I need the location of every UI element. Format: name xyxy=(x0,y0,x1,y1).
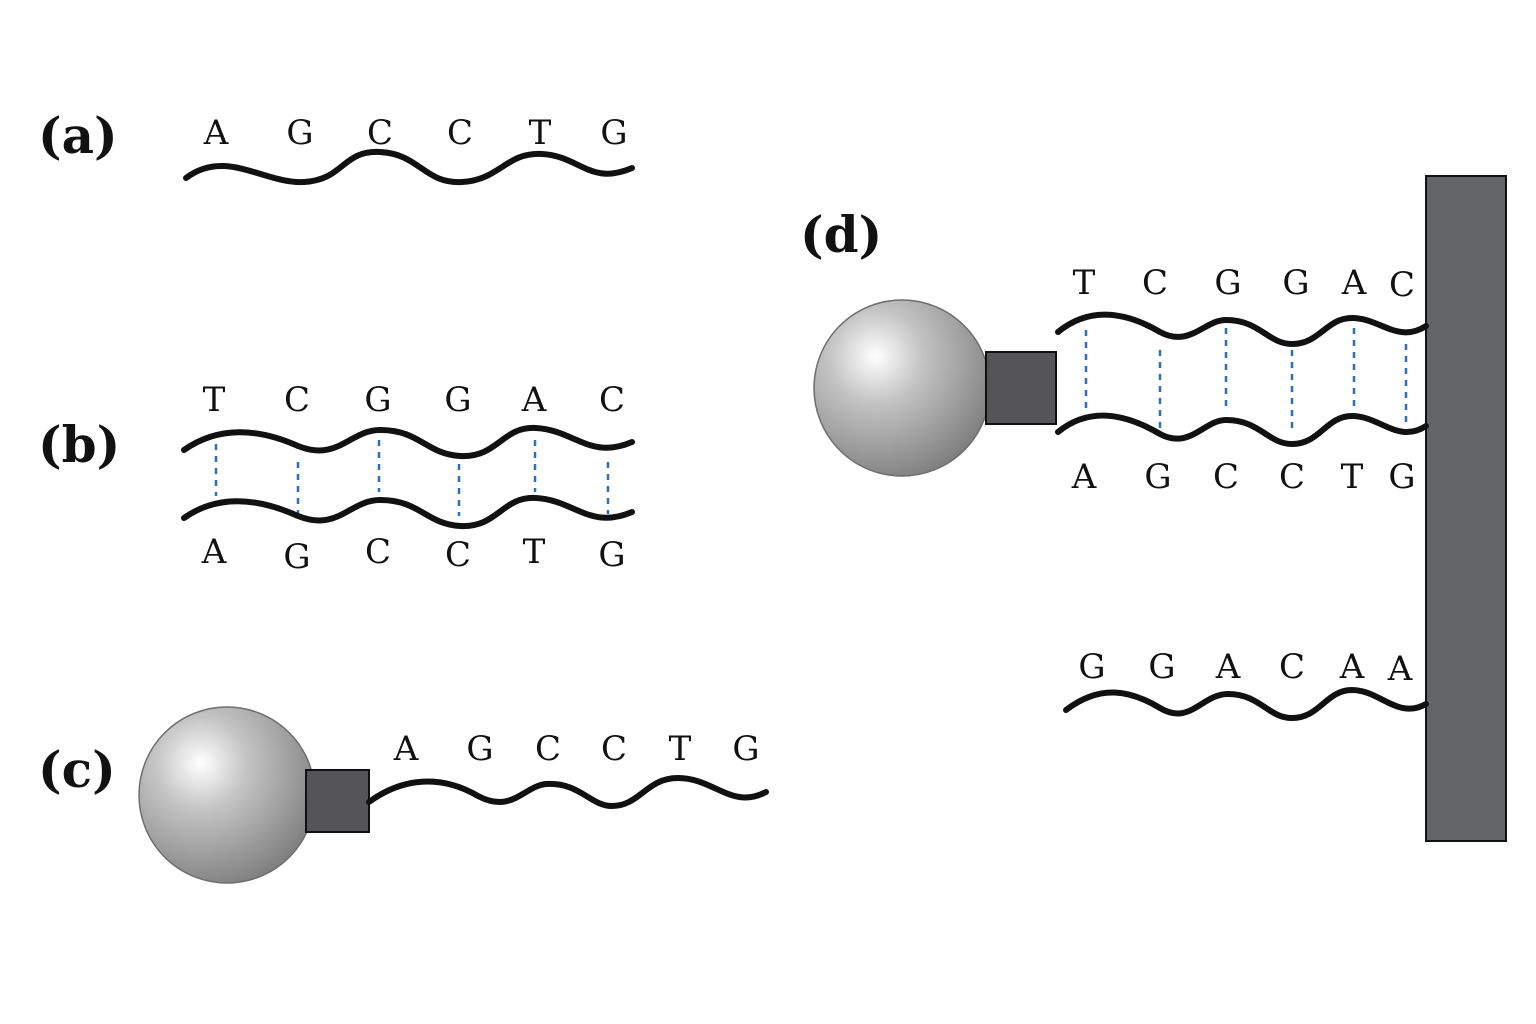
panel-a-base-2: G xyxy=(286,113,313,153)
panel-b-top-base-1: T xyxy=(203,380,226,420)
panel-b: (b) T C G G A C A G C C T G xyxy=(38,380,635,577)
bead-sphere xyxy=(813,299,991,477)
panel-b-bottom-base-3: C xyxy=(365,532,391,572)
panel-d-top-base-5: A xyxy=(1341,263,1367,303)
panel-b-label: (b) xyxy=(38,415,120,474)
panel-d-bottom-base-3: C xyxy=(1213,457,1239,497)
panel-d-bottom-base-4: C xyxy=(1279,457,1305,497)
panel-d-top-base-4: G xyxy=(1282,263,1309,303)
panel-d-top-strand xyxy=(1055,311,1429,348)
panel-a-base-5: T xyxy=(529,113,552,153)
panel-d-free-base-4: C xyxy=(1279,647,1305,687)
panel-b-bottom-base-4: C xyxy=(445,535,471,575)
panel-c-strand xyxy=(366,774,769,810)
panel-b-top-base-3: G xyxy=(364,380,391,420)
panel-c-label: (c) xyxy=(38,740,116,799)
panel-d-bottom-base-5: T xyxy=(1341,457,1364,497)
panel-a-base-4: C xyxy=(447,113,473,153)
panel-a-label: (a) xyxy=(38,106,118,165)
linker-block xyxy=(985,351,1057,425)
panel-b-bottom-base-5: T xyxy=(523,532,546,572)
panel-c-base-4: C xyxy=(601,729,627,769)
panel-c-base-1: A xyxy=(393,729,419,769)
panel-d-top-base-1: T xyxy=(1073,263,1096,303)
panel-c-base-2: G xyxy=(466,729,493,769)
panel-d-label: (d) xyxy=(800,205,882,264)
bead-sphere xyxy=(138,706,316,884)
panel-d-free-strand xyxy=(1063,686,1429,722)
panel-d-free-base-2: G xyxy=(1148,647,1175,687)
panel-b-top-base-5: A xyxy=(521,380,547,420)
panel-c: (c) A G C C T G xyxy=(38,706,769,884)
panel-d-free-base-3: A xyxy=(1215,647,1241,687)
panel-b-bottom-base-2: G xyxy=(283,537,310,577)
panel-d-bottom-base-2: G xyxy=(1144,457,1171,497)
panel-c-base-5: T xyxy=(669,729,692,769)
panel-d-top-base-6: C xyxy=(1389,265,1415,305)
panel-d-bottom-strand xyxy=(1055,412,1429,448)
panel-d-top-base-2: C xyxy=(1142,263,1168,303)
panel-d-bottom-base-6: G xyxy=(1388,457,1415,497)
panel-d-free-base-6: A xyxy=(1387,649,1413,689)
panel-d-bottom-base-1: A xyxy=(1071,457,1097,497)
panel-a-strand xyxy=(183,148,635,186)
panel-d-free-base-1: G xyxy=(1078,647,1105,687)
solid-surface xyxy=(1425,175,1507,842)
panel-a-base-6: G xyxy=(600,113,627,153)
panel-b-top-base-4: G xyxy=(444,380,471,420)
panel-b-top-base-6: C xyxy=(599,380,625,420)
panel-a-base-1: A xyxy=(203,113,229,153)
panel-a: (a) A G C C T G xyxy=(38,106,635,186)
panel-d: (d) T C G G A C A G C C T G G G A C A A xyxy=(800,175,1507,842)
panel-b-bottom-strand xyxy=(181,494,635,530)
panel-b-top-strand xyxy=(181,424,635,460)
linker-block xyxy=(305,769,370,833)
panel-b-bottom-base-1: A xyxy=(201,532,227,572)
panel-c-base-6: G xyxy=(732,729,759,769)
panel-b-bottom-base-6: G xyxy=(598,535,625,575)
panel-c-base-3: C xyxy=(535,729,561,769)
panel-a-base-3: C xyxy=(367,113,393,153)
panel-d-top-base-3: G xyxy=(1214,263,1241,303)
panel-d-free-base-5: A xyxy=(1339,647,1365,687)
panel-b-top-base-2: C xyxy=(284,380,310,420)
